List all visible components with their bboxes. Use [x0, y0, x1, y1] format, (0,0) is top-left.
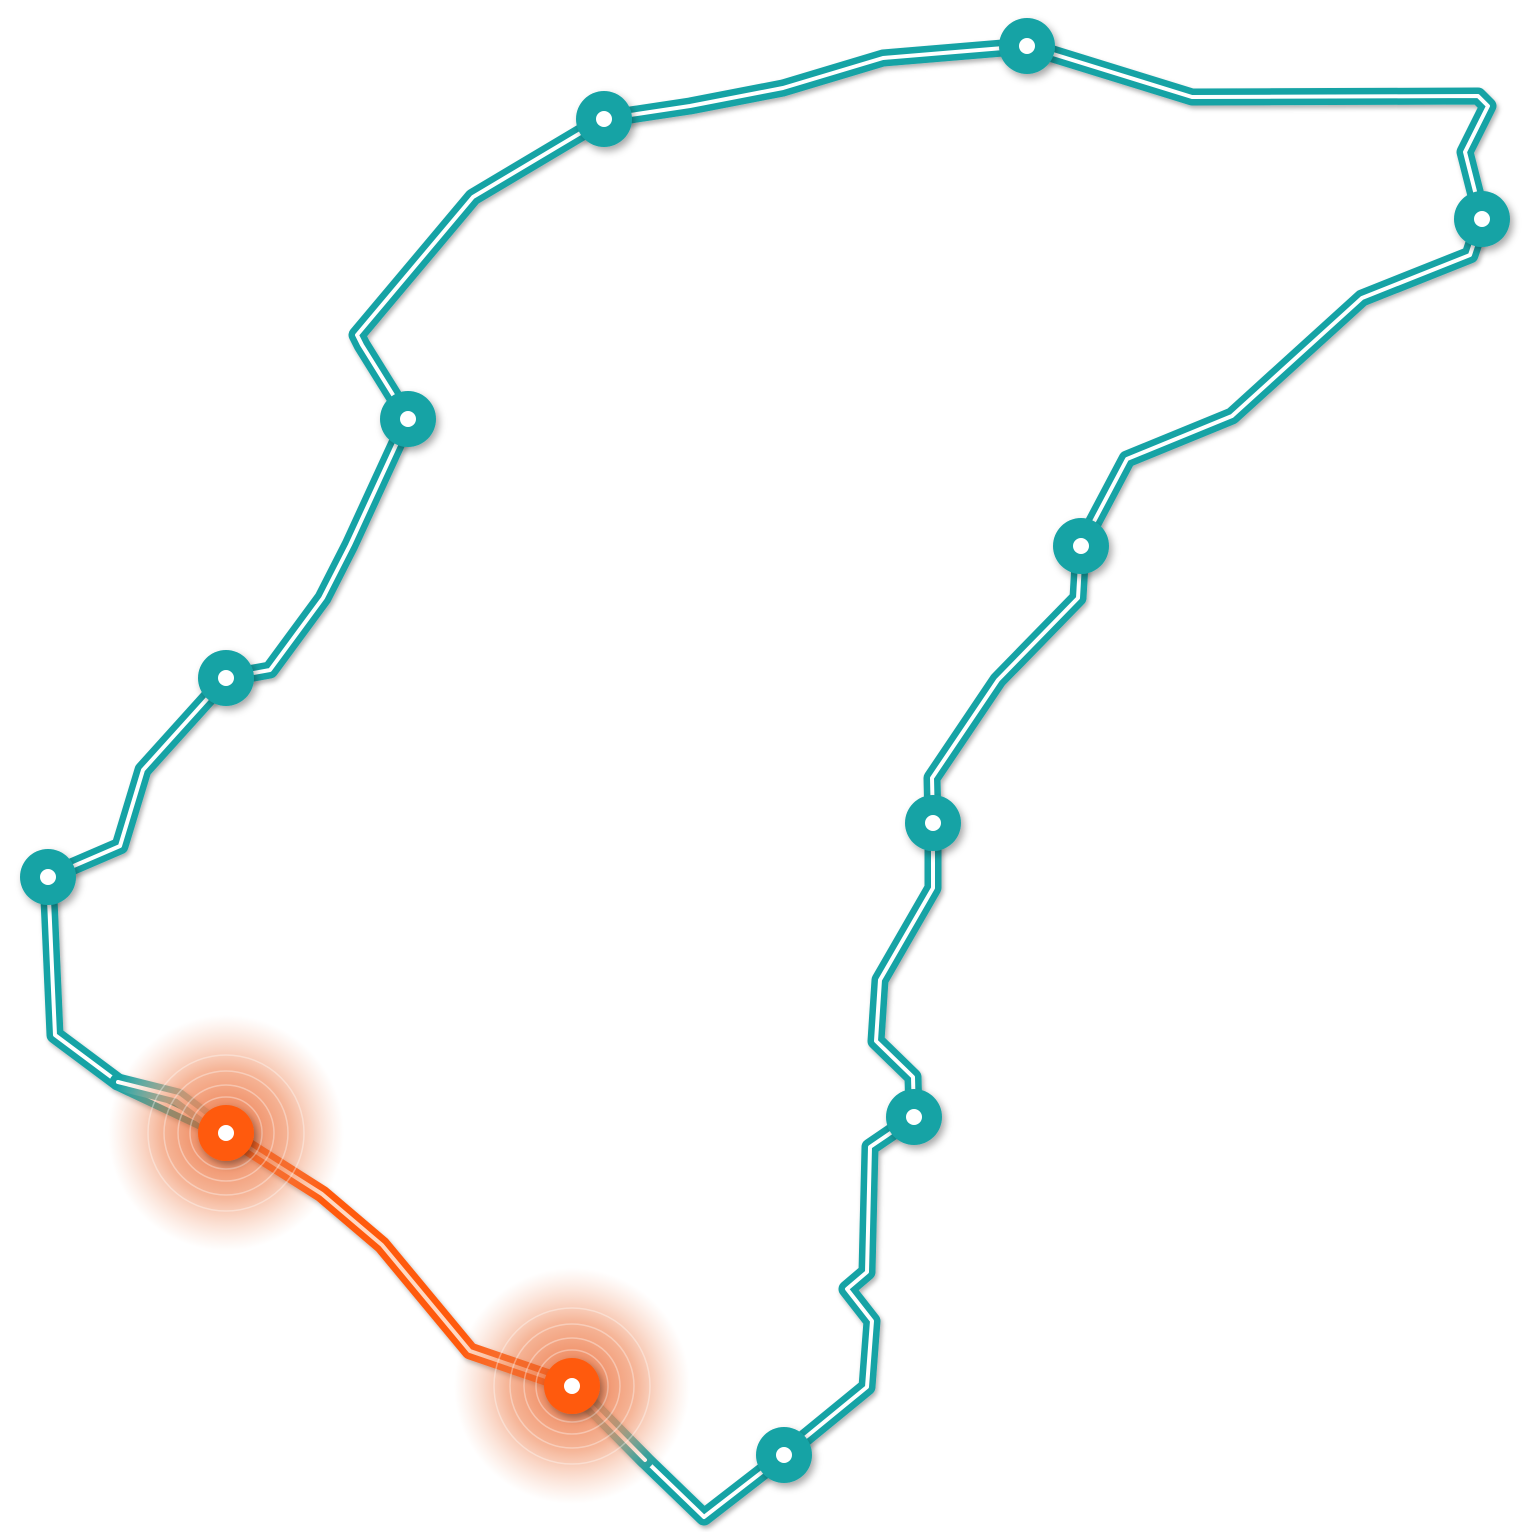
- route-line: [39, 37, 1497, 1526]
- stop-marker-icon[interactable]: [198, 650, 254, 706]
- stop-pulse-ring: [147, 1054, 305, 1212]
- stop-marker-icon[interactable]: [1053, 518, 1109, 574]
- stop-marker-icon[interactable]: [756, 1427, 812, 1483]
- stop-marker-icon[interactable]: [1454, 191, 1510, 247]
- stop-marker-icon[interactable]: [380, 391, 436, 447]
- stop-center-dot: [400, 411, 416, 427]
- stop-center-dot: [218, 670, 234, 686]
- route-core-stroke: [46, 44, 1490, 1519]
- stop-center-dot: [218, 1125, 234, 1141]
- stop-marker-icon[interactable]: [999, 18, 1055, 74]
- stop-pulse-ring: [509, 1323, 635, 1449]
- stop-center-dot: [564, 1378, 580, 1394]
- stop-pulse-ring: [163, 1070, 289, 1196]
- stop-center-dot: [1019, 38, 1035, 54]
- stop-center-dot: [1474, 211, 1490, 227]
- stop-pulse-ring: [177, 1084, 275, 1182]
- stop-center-dot: [1073, 538, 1089, 554]
- stop-marker-icon[interactable]: [576, 91, 632, 147]
- stop-center-dot: [40, 869, 56, 885]
- stop-pulse-ring: [189, 1096, 263, 1170]
- stop-center-dot: [925, 815, 941, 831]
- active-stop-marker-icon[interactable]: [108, 1015, 344, 1251]
- stop-pulse-ring: [493, 1307, 651, 1465]
- stop-pulse-ring: [535, 1349, 609, 1423]
- stop-marker-icon[interactable]: [20, 849, 76, 905]
- stop-marker-icon[interactable]: [905, 795, 961, 851]
- stop-pulse-ring: [523, 1337, 621, 1435]
- stop-center-dot: [596, 111, 612, 127]
- stop-center-dot: [776, 1447, 792, 1463]
- route-outer-stroke: [39, 37, 1497, 1526]
- active-stop-marker-icon[interactable]: [454, 1268, 690, 1504]
- stop-marker-icon[interactable]: [886, 1089, 942, 1145]
- stop-center-dot: [906, 1109, 922, 1125]
